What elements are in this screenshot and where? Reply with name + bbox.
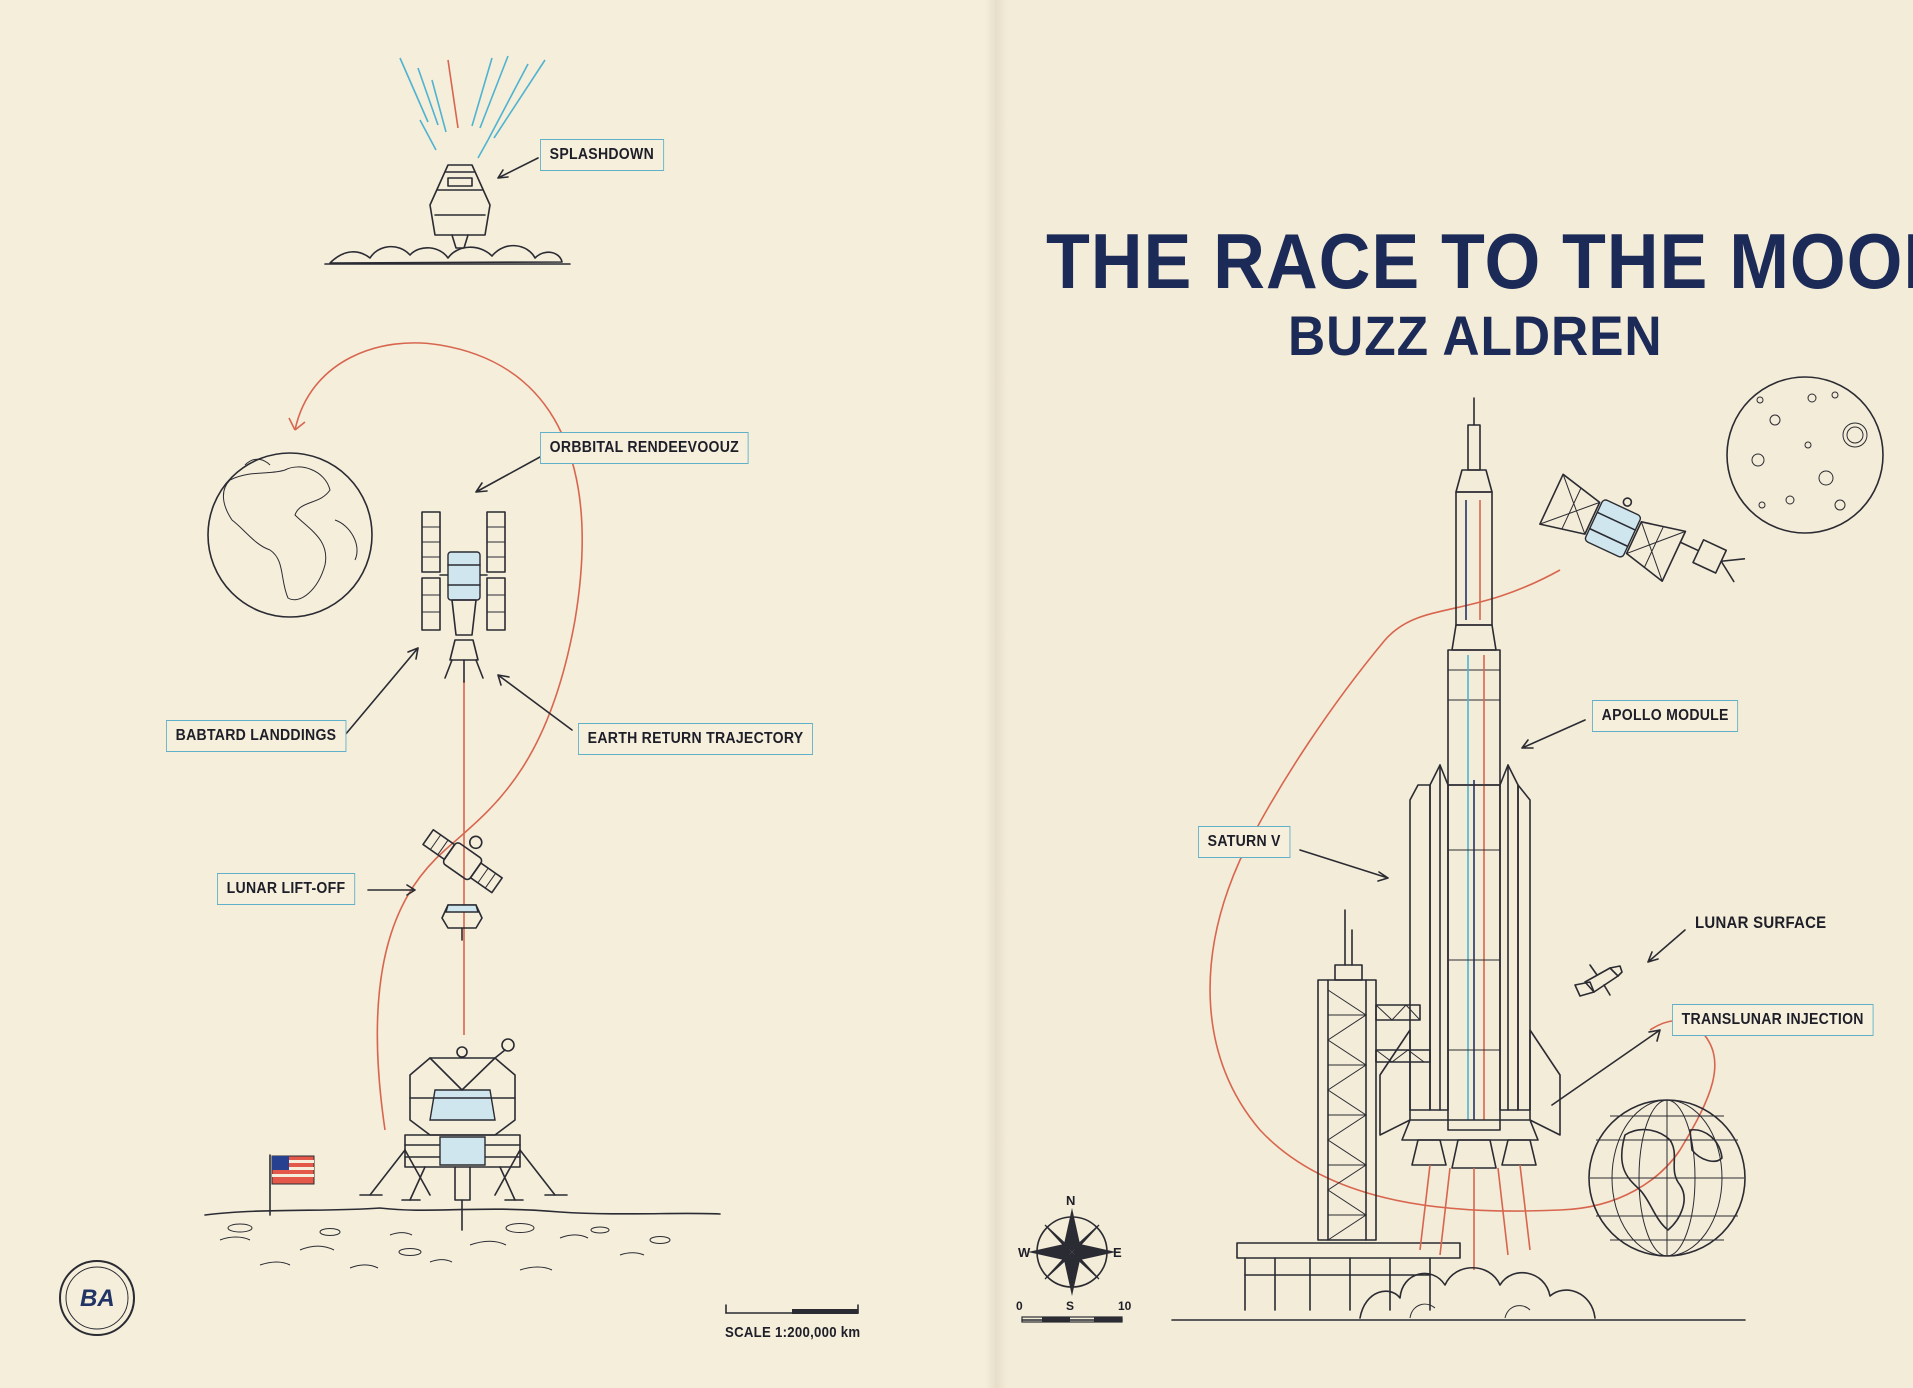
- earth-globe-icon: [207, 452, 373, 618]
- label-lunar-lift-off: LUNAR LIFT-OFF: [217, 873, 356, 905]
- ba-logo-icon: [59, 1260, 135, 1336]
- book-gutter: [985, 0, 1007, 1388]
- label-apollo-module: APOLLO MODULE: [1592, 700, 1739, 732]
- book-title: THE RACE TO THE MOON: [1046, 217, 1913, 305]
- label-saturn-v: SATURN V: [1198, 826, 1291, 858]
- compass-north: N: [1066, 1193, 1076, 1208]
- right-scale-mid: S: [1066, 1299, 1075, 1313]
- translunar-trajectory-path: [1209, 569, 1716, 1212]
- label-translunar-injection: TRANSLUNAR INJECTION: [1672, 1004, 1874, 1036]
- saturn-v-rocket-icon: [1359, 397, 1596, 1319]
- lunar-module-icon: [359, 1038, 568, 1231]
- lunar-surface-craft-icon: [1574, 964, 1623, 997]
- moon-icon: [1726, 376, 1884, 534]
- orbiting-satellite-icon: [1539, 473, 1746, 583]
- orbital-rendezvous-satellite-icon: [421, 511, 506, 683]
- launch-tower-icon: [1236, 909, 1461, 1311]
- compass-east: E: [1113, 1245, 1122, 1260]
- label-orbital-rendezvous: ORBBITAL RENDEEVOOUZ: [540, 432, 749, 464]
- splashdown-rays: [399, 55, 546, 159]
- right-page-arrows: [1299, 719, 1686, 1106]
- left-scale-bar: [725, 1304, 859, 1314]
- right-scale-bar: [1021, 1316, 1123, 1323]
- right-scale-start: 0: [1016, 1299, 1023, 1313]
- ba-logo-text: BA: [80, 1285, 115, 1312]
- earth-return-trajectory-path: [294, 342, 583, 1131]
- compass-west: W: [1018, 1245, 1031, 1260]
- splashdown-capsule-icon: [324, 164, 571, 265]
- left-scale-label: SCALE 1:200,000 km: [725, 1324, 861, 1341]
- label-lunar-surface: LUNAR SURFACE: [1695, 913, 1827, 932]
- lunar-surface-ground: [204, 1207, 721, 1271]
- label-splashdown: SPLASHDOWN: [540, 139, 664, 171]
- lunar-liftoff-craft-icon: [422, 828, 503, 941]
- label-babtard-landings: BABTARD LANDDINGS: [166, 720, 347, 752]
- label-earth-return-trajectory: EARTH RETURN TRAJECTORY: [578, 723, 814, 755]
- right-scale-end: 10: [1118, 1299, 1132, 1313]
- american-flag-icon: [269, 1154, 315, 1216]
- book-author: BUZZ ALDREN: [1288, 304, 1663, 367]
- left-page-arrows: [344, 157, 573, 896]
- compass-rose-icon: [1028, 1208, 1116, 1296]
- wireframe-globe-icon: [1588, 1099, 1746, 1257]
